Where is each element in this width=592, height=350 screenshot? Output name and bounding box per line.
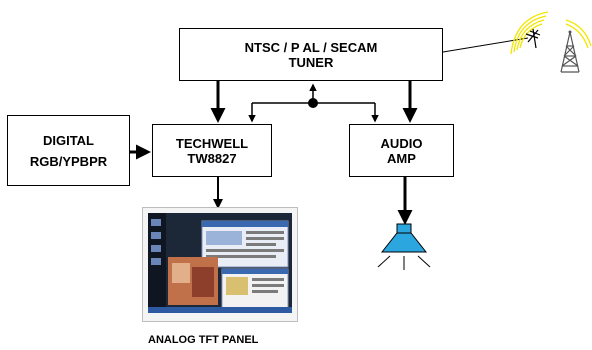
radio-tower-icon: [560, 30, 580, 73]
digital-label-line1: DIGITAL: [42, 132, 94, 148]
audio-amp-block: AUDIO AMP: [349, 124, 454, 177]
tuner-block: NTSC / P AL / SECAM TUNER: [179, 28, 443, 81]
techwell-block: TECHWELL TW8827: [152, 124, 272, 177]
techwell-label-line1: TECHWELL: [175, 135, 249, 151]
techwell-label-line2: TW8827: [187, 150, 237, 166]
speaker-icon: [377, 223, 431, 270]
junction-dot: [308, 98, 318, 108]
panel-caption: ANALOG TFT PANEL: [148, 334, 259, 346]
audio-label-line2: AMP: [387, 150, 416, 166]
tuner-label-line2: TUNER: [288, 54, 334, 70]
digital-label-line2: RGB/YPBPR: [29, 153, 108, 169]
tft-panel-screenshot: [142, 207, 298, 322]
digital-input-block: DIGITAL RGB/YPBPR: [7, 115, 130, 186]
antenna-icon: [510, 11, 592, 55]
audio-label-line1: AUDIO: [380, 135, 423, 151]
tuner-label-line1: NTSC / P AL / SECAM: [244, 39, 378, 55]
